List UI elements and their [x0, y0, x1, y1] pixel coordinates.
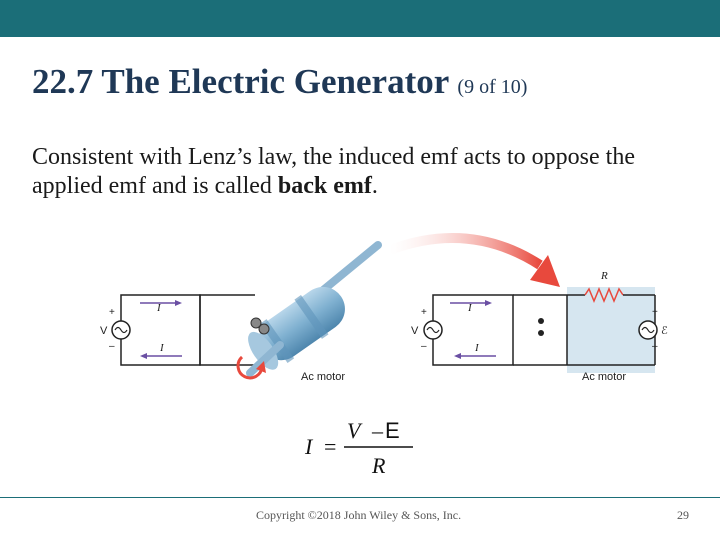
equation-numerator-e: E: [385, 418, 400, 443]
equation-numerator-v: V: [347, 418, 363, 443]
right-bottom-i-label: I: [474, 342, 480, 354]
left-circuit: V + – I I: [100, 294, 255, 366]
transition-arrow-icon: [388, 233, 543, 270]
body-paragraph: Consistent with Lenz’s law, the induced …: [32, 143, 672, 201]
left-minus: –: [109, 341, 115, 352]
resistor-label: R: [600, 270, 608, 282]
title-subtitle: (9 of 10): [457, 76, 528, 98]
emf-minus: –: [652, 341, 658, 352]
emf-label: ℰ: [661, 324, 668, 337]
right-minus: –: [421, 341, 427, 352]
page-number: 29: [677, 508, 689, 522]
top-banner: [0, 0, 720, 37]
body-text-main: Consistent with Lenz’s law, the induced …: [32, 144, 635, 199]
emf-plus: +: [652, 307, 658, 318]
left-v-label: V: [100, 325, 108, 337]
right-circuit: V + – I I R ℰ + – Ac motor: [411, 270, 668, 383]
ac-motor-drawing: Ac motor: [236, 241, 382, 383]
left-motor-label: Ac motor: [301, 371, 345, 383]
copyright-notice: Copyright ©2018 John Wiley & Sons, Inc.: [256, 508, 462, 522]
right-v-label: V: [411, 325, 419, 337]
equation-equals: =: [324, 434, 336, 459]
right-plus: +: [421, 307, 427, 318]
left-top-i-label: I: [156, 302, 162, 314]
back-emf-figure: V + – I I Ac motor V + –: [100, 233, 668, 478]
left-plus: +: [109, 307, 115, 318]
back-emf-equation: I = V – E R: [304, 418, 413, 478]
equation-numerator-minus: –: [371, 418, 384, 443]
rotation-arrow-icon: [236, 355, 264, 380]
resistor-icon: [584, 287, 624, 303]
equation-denominator: R: [371, 453, 386, 478]
body-text-bold: back emf: [277, 173, 372, 199]
left-bottom-i-label: I: [159, 342, 165, 354]
title-main: 22.7 The Electric Generator: [32, 62, 449, 101]
footer-divider: [0, 497, 720, 498]
slide-title: 22.7 The Electric Generator (9 of 10): [32, 62, 527, 107]
right-top-i-label: I: [467, 302, 473, 314]
right-motor-label: Ac motor: [582, 371, 626, 383]
body-text-end: .: [371, 173, 378, 199]
equation-lhs: I: [304, 434, 314, 459]
